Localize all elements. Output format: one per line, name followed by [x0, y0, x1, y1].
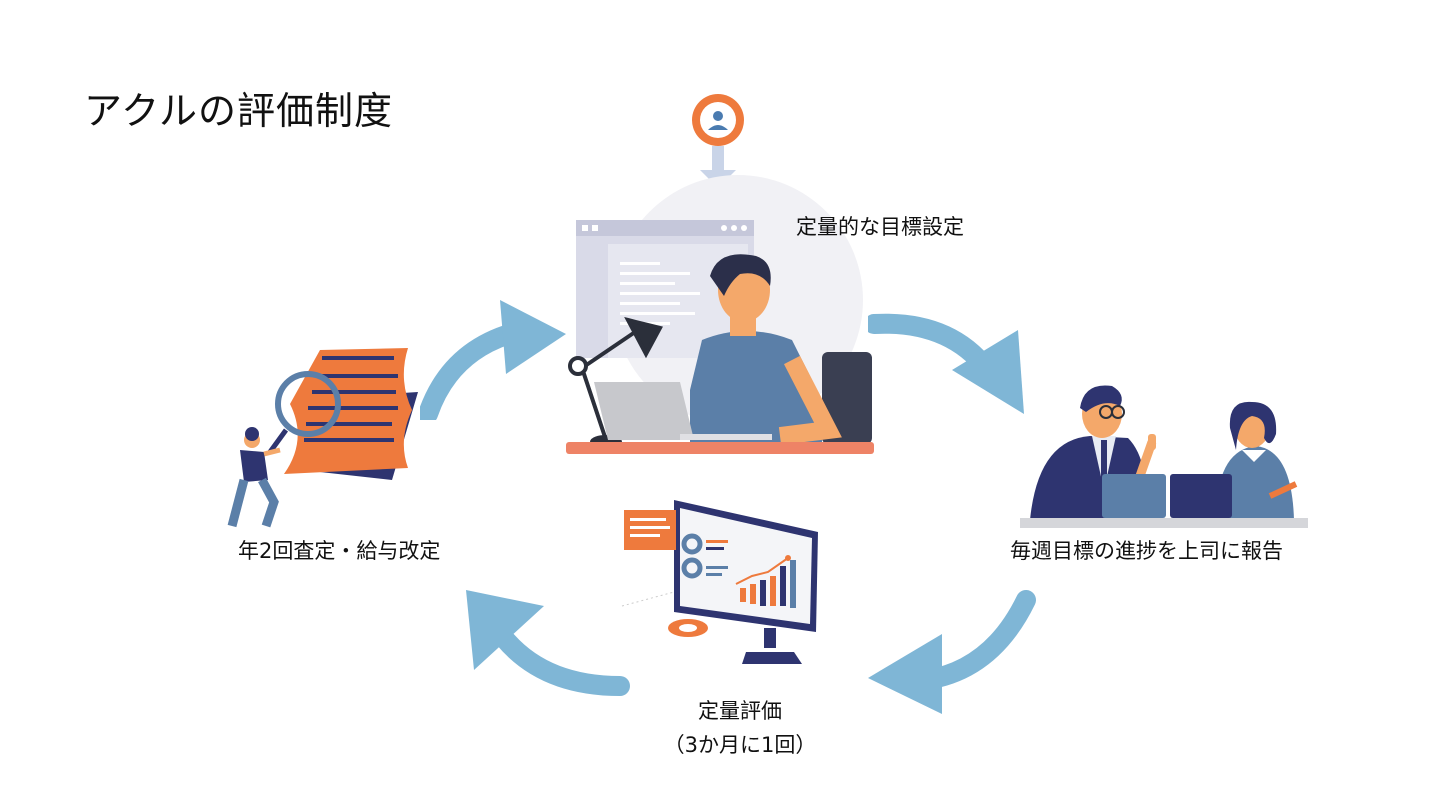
- document: [284, 348, 418, 480]
- review-illustration: [227, 348, 418, 528]
- person-at-laptop: [690, 254, 842, 445]
- gear-icon: [668, 619, 708, 637]
- woman: [1216, 401, 1298, 520]
- goal-setting-illustration: [566, 94, 874, 454]
- laptop: [594, 382, 772, 440]
- arrow-report-to-evaluation: [868, 590, 1036, 714]
- step-label-weekly-report: 毎週目標の進捗を上司に報告: [1010, 539, 1283, 563]
- evaluation-title: 定量評価: [698, 699, 782, 723]
- person-with-magnifier: [227, 427, 281, 528]
- page-title: アクルの評価制度: [84, 89, 393, 133]
- chair: [822, 352, 872, 444]
- monitor: [674, 500, 818, 664]
- desk: [566, 442, 874, 454]
- arrow-goal-to-report: [868, 313, 1024, 414]
- evaluation-illustration: [621, 500, 818, 664]
- report-card: [621, 510, 676, 607]
- table: [1020, 518, 1308, 528]
- laptop-left: [1102, 474, 1166, 518]
- magnifier-icon: [267, 371, 341, 454]
- step-label-review: 年2回査定・給与改定: [238, 539, 441, 563]
- step-label-goal-setting: 定量的な目標設定: [796, 215, 964, 239]
- evaluation-frequency: （3か月に1回）: [663, 733, 817, 757]
- step-label-evaluation: 定量評価 （3か月に1回）: [660, 694, 820, 762]
- laptop-right: [1170, 474, 1232, 518]
- arrow-review-to-goal: [420, 300, 566, 420]
- user-pin-icon: [692, 94, 744, 190]
- report-illustration: [1020, 385, 1308, 528]
- arrow-evaluation-to-review: [466, 590, 630, 696]
